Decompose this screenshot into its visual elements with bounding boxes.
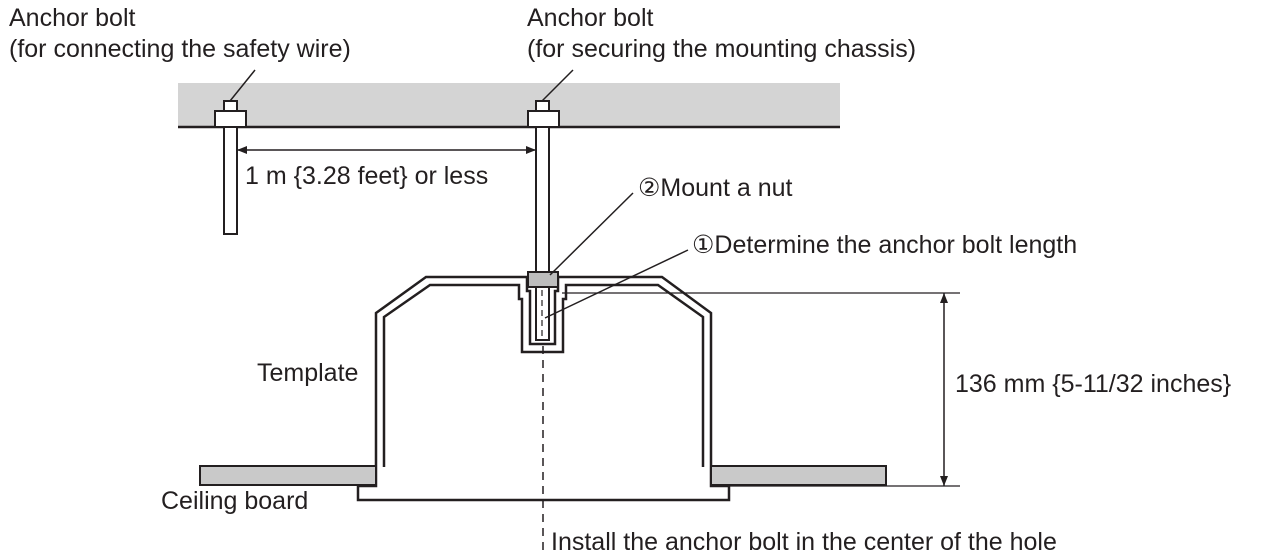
- leader-line-left: [229, 69, 256, 102]
- label-install-note: Install the anchor bolt in the center of…: [551, 528, 1057, 556]
- leader-line-right: [541, 69, 574, 102]
- ceiling-board-right: [710, 465, 887, 486]
- label-anchor-bolt-right: Anchor bolt: [527, 4, 654, 32]
- label-anchor-bolt-left-purpose: (for connecting the safety wire): [9, 35, 351, 63]
- label-step-bolt-length: ①Determine the anchor bolt length: [692, 231, 1077, 259]
- label-step-mount-nut: ②Mount a nut: [638, 174, 792, 202]
- label-anchor-bolt-right-purpose: (for securing the mounting chassis): [527, 35, 916, 63]
- bolt-tip-and-nut: [527, 271, 559, 341]
- ceiling-slab: [178, 83, 840, 129]
- label-template: Template: [257, 359, 358, 387]
- label-ceiling-board: Ceiling board: [161, 487, 308, 515]
- leader-line-mount-nut: [549, 192, 634, 276]
- anchor-bolt-right: [527, 100, 560, 277]
- nut: [527, 271, 559, 288]
- anchor-bolt-left: [214, 100, 247, 235]
- ceiling-board-left: [199, 465, 377, 486]
- label-height: 136 mm {5-11/32 inches}: [955, 370, 1231, 398]
- label-spacing: 1 m {3.28 feet} or less: [245, 162, 488, 190]
- leader-line-bolt-length: [544, 249, 689, 319]
- label-anchor-bolt-left: Anchor bolt: [9, 4, 136, 32]
- spacing-dimension: [237, 146, 536, 154]
